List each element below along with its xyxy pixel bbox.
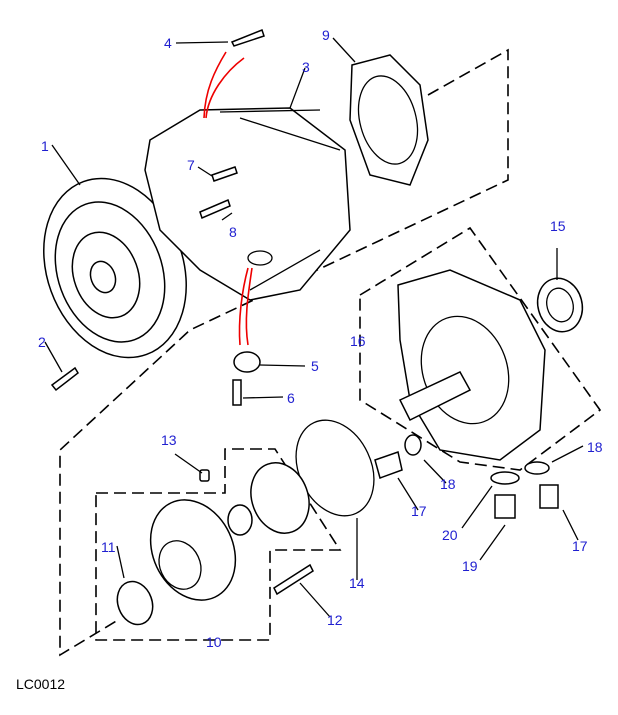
callout-2: 2: [38, 334, 46, 350]
oil-pump-parts: [116, 462, 310, 626]
callout-3: 3: [302, 59, 310, 75]
assembly-outline: [59, 48, 509, 657]
callout-9: 9: [322, 27, 330, 43]
callout-6: 6: [287, 390, 295, 406]
callout-17-right: 17: [572, 538, 588, 554]
callout-5: 5: [311, 358, 319, 374]
callout-10: 10: [206, 634, 222, 650]
callout-18-left: 18: [440, 476, 456, 492]
callout-8: 8: [229, 224, 237, 240]
fasteners: [50, 29, 559, 596]
callout-17-left: 17: [411, 503, 427, 519]
transmission-housing: [144, 107, 351, 301]
pump-body: [397, 269, 546, 461]
callout-18-right: 18: [587, 439, 603, 455]
callout-7: 7: [187, 157, 195, 173]
callout-14: 14: [349, 575, 365, 591]
callout-20: 20: [442, 527, 458, 543]
callout-15: 15: [550, 218, 566, 234]
torque-converter: [43, 177, 187, 359]
callout-12: 12: [327, 612, 343, 628]
location-line-bolt: [203, 51, 245, 119]
callout-19: 19: [462, 558, 478, 574]
callout-13: 13: [161, 432, 177, 448]
callout-1: 1: [41, 138, 49, 154]
oil-pump-outline: [95, 448, 342, 641]
callout-11: 11: [101, 539, 116, 555]
callout-16: 16: [350, 333, 366, 349]
gasket: [349, 54, 429, 186]
callout-4: 4: [164, 35, 172, 51]
diagram-reference-code: LC0012: [16, 676, 66, 692]
seal: [536, 277, 584, 333]
pump-outline: [359, 226, 602, 471]
leader-lines: [44, 37, 584, 618]
location-line-plate: [238, 267, 253, 346]
